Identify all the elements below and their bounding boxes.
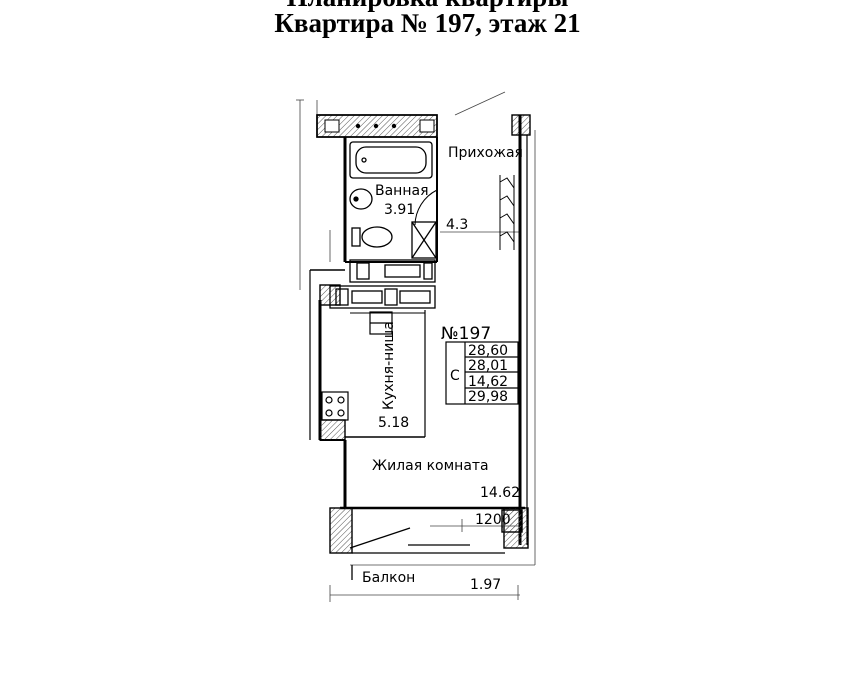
plan-heading: Планировка квартиры [0,0,855,12]
area-usable: 28,01 [468,358,508,374]
area-table [445,341,519,405]
balcony-area: 1.97 [470,577,501,593]
kitchen-stove [321,391,349,421]
wardrobe-lower [329,285,436,309]
walls [309,115,528,545]
area-living: 14,62 [468,374,508,390]
hallway-label: Прихожая [448,145,523,161]
kitchen-fridge [369,311,393,335]
area-total: 28,60 [468,343,508,359]
balcony-label: Балкон [362,570,415,586]
kitchen-area: 5.18 [378,415,409,431]
apartment-marker: С [450,368,460,384]
window-dimension: 1200 [475,512,511,528]
living-room-area: 14.62 [480,485,520,501]
window-right [499,175,515,250]
balcony-outline [349,527,505,580]
kitchen-label: Кухня-ниша [381,321,397,410]
bathroom-sink [349,188,373,210]
living-room-label: Жилая комната [372,458,489,474]
ventilation-shaft [411,221,437,259]
wardrobe-upper [349,259,436,283]
top-wall [316,114,531,138]
page-title: Квартира № 197, этаж 21 [274,8,581,38]
toilet [351,226,393,248]
area-with-balcony: 29,98 [468,389,508,405]
apartment-number: №197 [441,324,491,344]
hallway-area: 4.3 [446,217,468,233]
bathroom-door-arc [414,189,438,226]
bathtub [349,141,433,179]
bathroom-area: 3.91 [384,202,415,218]
bathroom-label: Ванная [375,183,429,199]
